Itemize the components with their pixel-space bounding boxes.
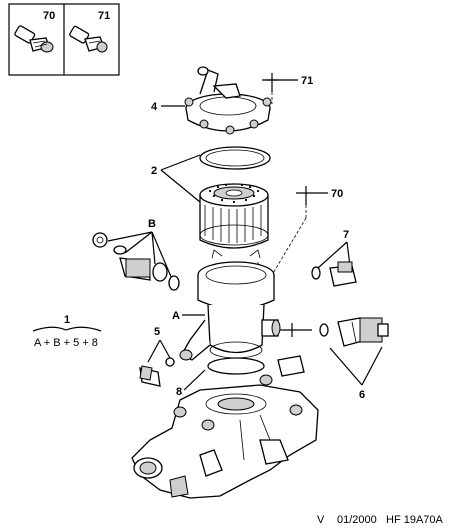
callout-1: 1 A + B + 5 + 8 (32, 314, 102, 349)
valve-B-part (92, 232, 180, 291)
svg-text:70: 70 (331, 188, 343, 200)
o-ring-icon (168, 275, 180, 291)
svg-text:4: 4 (151, 101, 158, 113)
callout-8: 8 (176, 369, 206, 398)
svg-text:B: B (148, 218, 156, 230)
bolt-71-icon (69, 25, 108, 53)
sensor-6-part (319, 317, 389, 347)
o-ring-icon (113, 245, 127, 255)
filter-element-part (199, 183, 269, 249)
callout-2: 2 (151, 154, 201, 203)
footer-ref: HF 19A70A (386, 514, 444, 526)
svg-text:7: 7 (343, 229, 349, 241)
svg-text:6: 6 (359, 389, 365, 401)
svg-text:8: 8 (176, 386, 182, 398)
footer-date: 01/2000 (337, 514, 377, 526)
svg-text:5: 5 (154, 326, 160, 338)
base-casting-part (131, 355, 319, 499)
filter-housing-A-part (179, 249, 281, 361)
footer-version: V (317, 514, 325, 526)
callout-A: A (172, 310, 205, 322)
inset-label-71: 71 (98, 10, 110, 22)
callout-71-upper: 71 (262, 73, 313, 104)
footer: V 01/2000 HF 19A70A (317, 514, 444, 526)
bleed-screw-5-part (139, 357, 175, 387)
callout-6: 6 (329, 346, 383, 401)
o-ring-8-part (207, 357, 265, 375)
callout-B: B (107, 218, 173, 280)
brace-icon (32, 326, 102, 332)
inset-label-70: 70 (43, 10, 55, 22)
bolt-70-icon (14, 25, 54, 53)
callout-5: 5 (147, 326, 171, 363)
svg-text:1: 1 (64, 314, 70, 326)
star-washer-icon (92, 232, 108, 248)
inset-box: 70 71 (8, 3, 120, 76)
svg-text:2: 2 (151, 165, 157, 177)
plug-7-part (311, 261, 357, 287)
callout-4: 4 (151, 101, 185, 113)
seal-ring-part (199, 146, 271, 170)
svg-text:71: 71 (301, 75, 313, 87)
svg-text:A: A (172, 310, 180, 322)
filter-cover-part (184, 66, 272, 135)
formula-text: A + B + 5 + 8 (34, 337, 98, 349)
callout-70: 70 (271, 186, 343, 276)
